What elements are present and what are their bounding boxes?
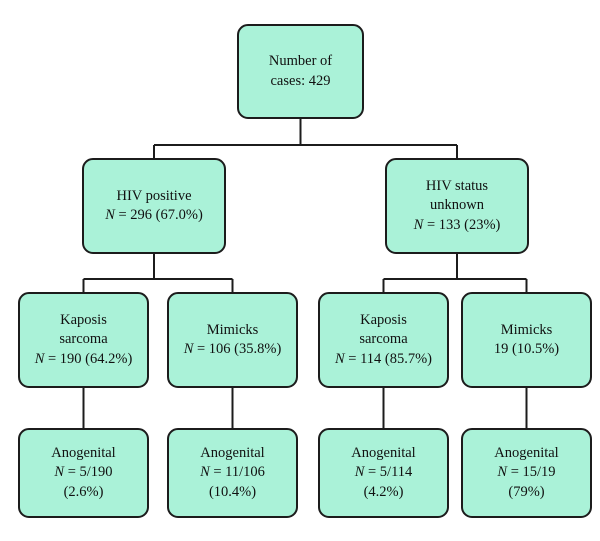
n-value: = 190 (64.2%) <box>44 350 133 367</box>
n-symbol: N <box>200 464 210 481</box>
node-hiv-positive-stat: N = 296 (67.0%) <box>105 206 203 225</box>
node-anogenital-2-percent: (10.4%) <box>208 483 257 500</box>
node-ks-unknown-line1: Kaposis <box>360 312 407 329</box>
node-anogenital-1-label: Anogenital <box>51 445 116 462</box>
n-symbol: N <box>413 216 424 233</box>
n-value: = 11/106 <box>209 464 265 481</box>
node-hiv-status-unknown[interactable]: HIV status unknown N = 133 (23%) <box>385 158 529 254</box>
n-symbol: N <box>497 464 508 481</box>
node-mimicks-unknown-line1: Mimicks <box>500 321 553 338</box>
node-mimicks-unknown-line2: 19 (10.5%) <box>493 341 560 357</box>
node-anogenital-4-label: Anogenital <box>494 445 559 462</box>
node-kaposis-sarcoma-hiv-unknown[interactable]: Kaposis sarcoma N = 114 (85.7%) <box>318 292 449 388</box>
node-mimicks-positive-stat: N = 106 (35.8%) <box>184 340 282 359</box>
node-anogenital-2-stat: N = 11/106 <box>200 463 265 482</box>
node-total-cases-line1: Number of <box>268 53 333 70</box>
n-symbol: N <box>34 350 45 367</box>
node-hiv-unknown-line1: HIV status <box>425 178 489 195</box>
node-ks-positive-stat: N = 190 (64.2%) <box>35 350 133 369</box>
n-value: = 114 (85.7%) <box>344 350 433 367</box>
node-anogenital-ks-hiv-positive[interactable]: Anogenital N = 5/190 (2.6%) <box>18 428 149 518</box>
edge-hivpos-to-ks <box>82 254 233 292</box>
node-mimicks-positive-label: Mimicks <box>206 321 259 338</box>
node-hiv-unknown-stat: N = 133 (23%) <box>414 216 501 235</box>
n-value: = 133 (23%) <box>423 216 501 233</box>
node-ks-unknown-stat: N = 114 (85.7%) <box>335 350 432 369</box>
node-anogenital-3-percent: (4.2%) <box>363 483 404 500</box>
n-symbol: N <box>354 464 365 481</box>
node-total-cases-line2: cases: 429 <box>270 72 331 89</box>
n-value: = 5/114 <box>364 464 413 481</box>
node-anogenital-3-stat: N = 5/114 <box>355 463 413 482</box>
node-mimicks-hiv-positive[interactable]: Mimicks N = 106 (35.8%) <box>167 292 298 388</box>
n-value: = 5/190 <box>64 464 113 481</box>
node-anogenital-2-label: Anogenital <box>200 445 265 462</box>
n-value: = 106 (35.8%) <box>193 341 282 357</box>
node-anogenital-1-stat: N = 5/190 <box>54 463 112 482</box>
node-anogenital-3-label: Anogenital <box>351 445 416 462</box>
n-symbol: N <box>334 350 345 367</box>
n-symbol: N <box>183 341 194 357</box>
edge-hivunk-to-ks <box>382 254 527 292</box>
node-kaposis-sarcoma-hiv-positive[interactable]: Kaposis sarcoma N = 190 (64.2%) <box>18 292 149 388</box>
n-value: = 15/19 <box>507 464 556 481</box>
node-anogenital-1-percent: (2.6%) <box>63 483 104 500</box>
node-anogenital-mimicks-hiv-unknown[interactable]: Anogenital N = 15/19 (79%) <box>461 428 592 518</box>
node-hiv-positive[interactable]: HIV positive N = 296 (67.0%) <box>82 158 226 254</box>
node-anogenital-4-percent: (79%) <box>508 483 545 500</box>
node-anogenital-4-stat: N = 15/19 <box>497 463 555 482</box>
node-hiv-positive-label: HIV positive <box>116 187 192 204</box>
node-ks-unknown-line2: sarcoma <box>359 331 408 348</box>
node-total-cases[interactable]: Number of cases: 429 <box>237 24 364 119</box>
n-symbol: N <box>54 464 65 481</box>
node-hiv-unknown-line2: unknown <box>430 197 484 214</box>
node-ks-positive-line1: Kaposis <box>60 312 107 329</box>
node-mimicks-hiv-unknown[interactable]: Mimicks 19 (10.5%) <box>461 292 592 388</box>
edge-root-to-hiv-positive <box>153 119 457 158</box>
node-ks-positive-line2: sarcoma <box>59 331 108 348</box>
n-value: = 296 (67.0%) <box>114 207 203 223</box>
node-anogenital-ks-hiv-unknown[interactable]: Anogenital N = 5/114 (4.2%) <box>318 428 449 518</box>
node-anogenital-mimicks-hiv-positive[interactable]: Anogenital N = 11/106 (10.4%) <box>167 428 298 518</box>
n-symbol: N <box>105 207 115 223</box>
